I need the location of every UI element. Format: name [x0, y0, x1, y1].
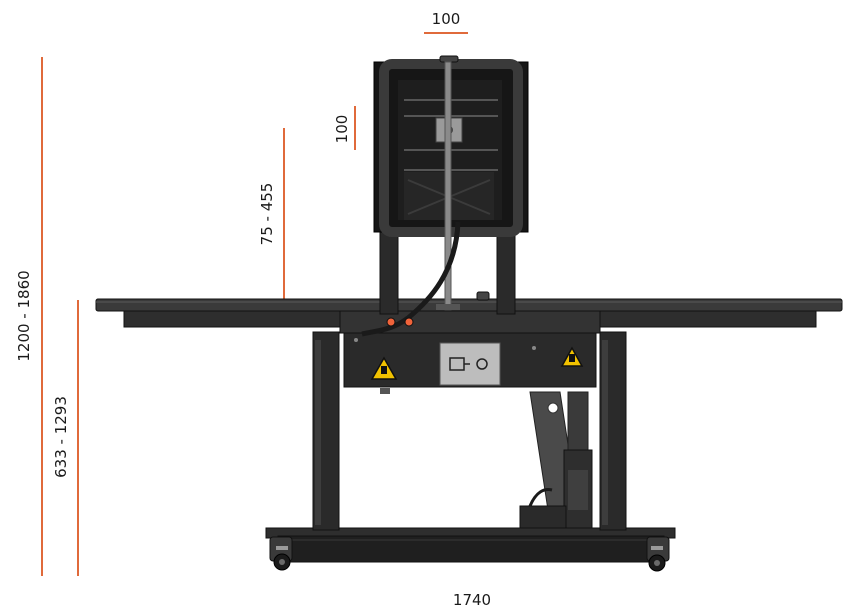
lift-actuator — [519, 391, 593, 529]
warning-triangle-icon — [560, 346, 584, 367]
label-table-height: 633 - 1293 — [52, 396, 70, 478]
label-monitor-range: 75 - 455 — [258, 183, 276, 246]
label-top-width: 100 — [432, 10, 461, 28]
label-total-width: 1740 — [453, 591, 491, 609]
upright-left — [379, 231, 399, 315]
control-panel-icon — [439, 342, 501, 386]
upright-right — [496, 231, 516, 315]
table-under-left — [123, 310, 343, 328]
table-top — [95, 298, 843, 312]
machine — [95, 55, 843, 572]
warning-triangle-icon — [370, 356, 398, 380]
cable — [361, 221, 461, 337]
caster-left — [269, 536, 293, 571]
label-top-height: 100 — [333, 115, 351, 144]
label-total-height: 1200 - 1860 — [15, 270, 33, 361]
table-under-right — [597, 310, 817, 328]
control-box — [343, 332, 597, 394]
dimension-lines — [41, 32, 468, 576]
caster-right — [646, 536, 670, 572]
orange-connector-2 — [404, 317, 414, 327]
orange-connector-1 — [386, 317, 396, 327]
